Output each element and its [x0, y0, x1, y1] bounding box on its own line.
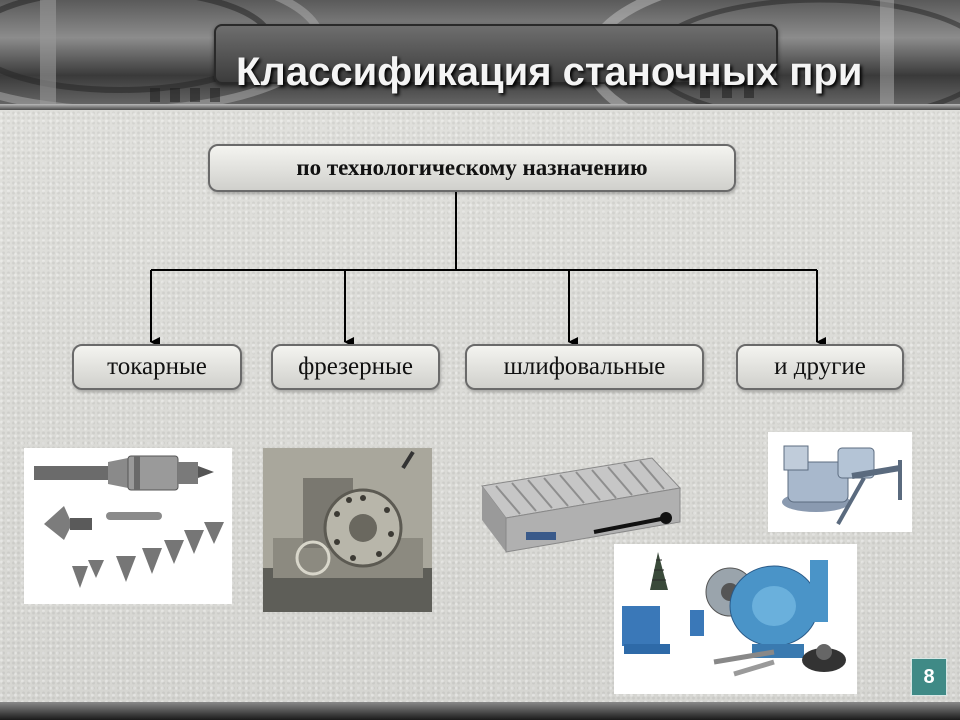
lathe-chuck-and-centers-photo	[24, 448, 232, 604]
footer-bar	[0, 702, 960, 720]
page-number-badge: 8	[911, 658, 947, 696]
category-node-drugie: и другие	[736, 344, 904, 390]
dividing-head-photo	[263, 448, 432, 612]
root-node: по технологическому назначению	[208, 144, 736, 192]
category-node-tokarnye: токарные	[72, 344, 242, 390]
category-node-shlifovalnye: шлифовальные	[465, 344, 704, 390]
slide-title: Классификация станочных при	[236, 50, 863, 94]
bench-vise-photo	[768, 432, 912, 532]
title-panel	[214, 24, 778, 84]
rotary-table-accessories-photo	[614, 544, 857, 694]
category-node-frezernye: фрезерные	[271, 344, 440, 390]
magnetic-plate-photo	[476, 448, 682, 556]
header-divider	[0, 104, 960, 110]
